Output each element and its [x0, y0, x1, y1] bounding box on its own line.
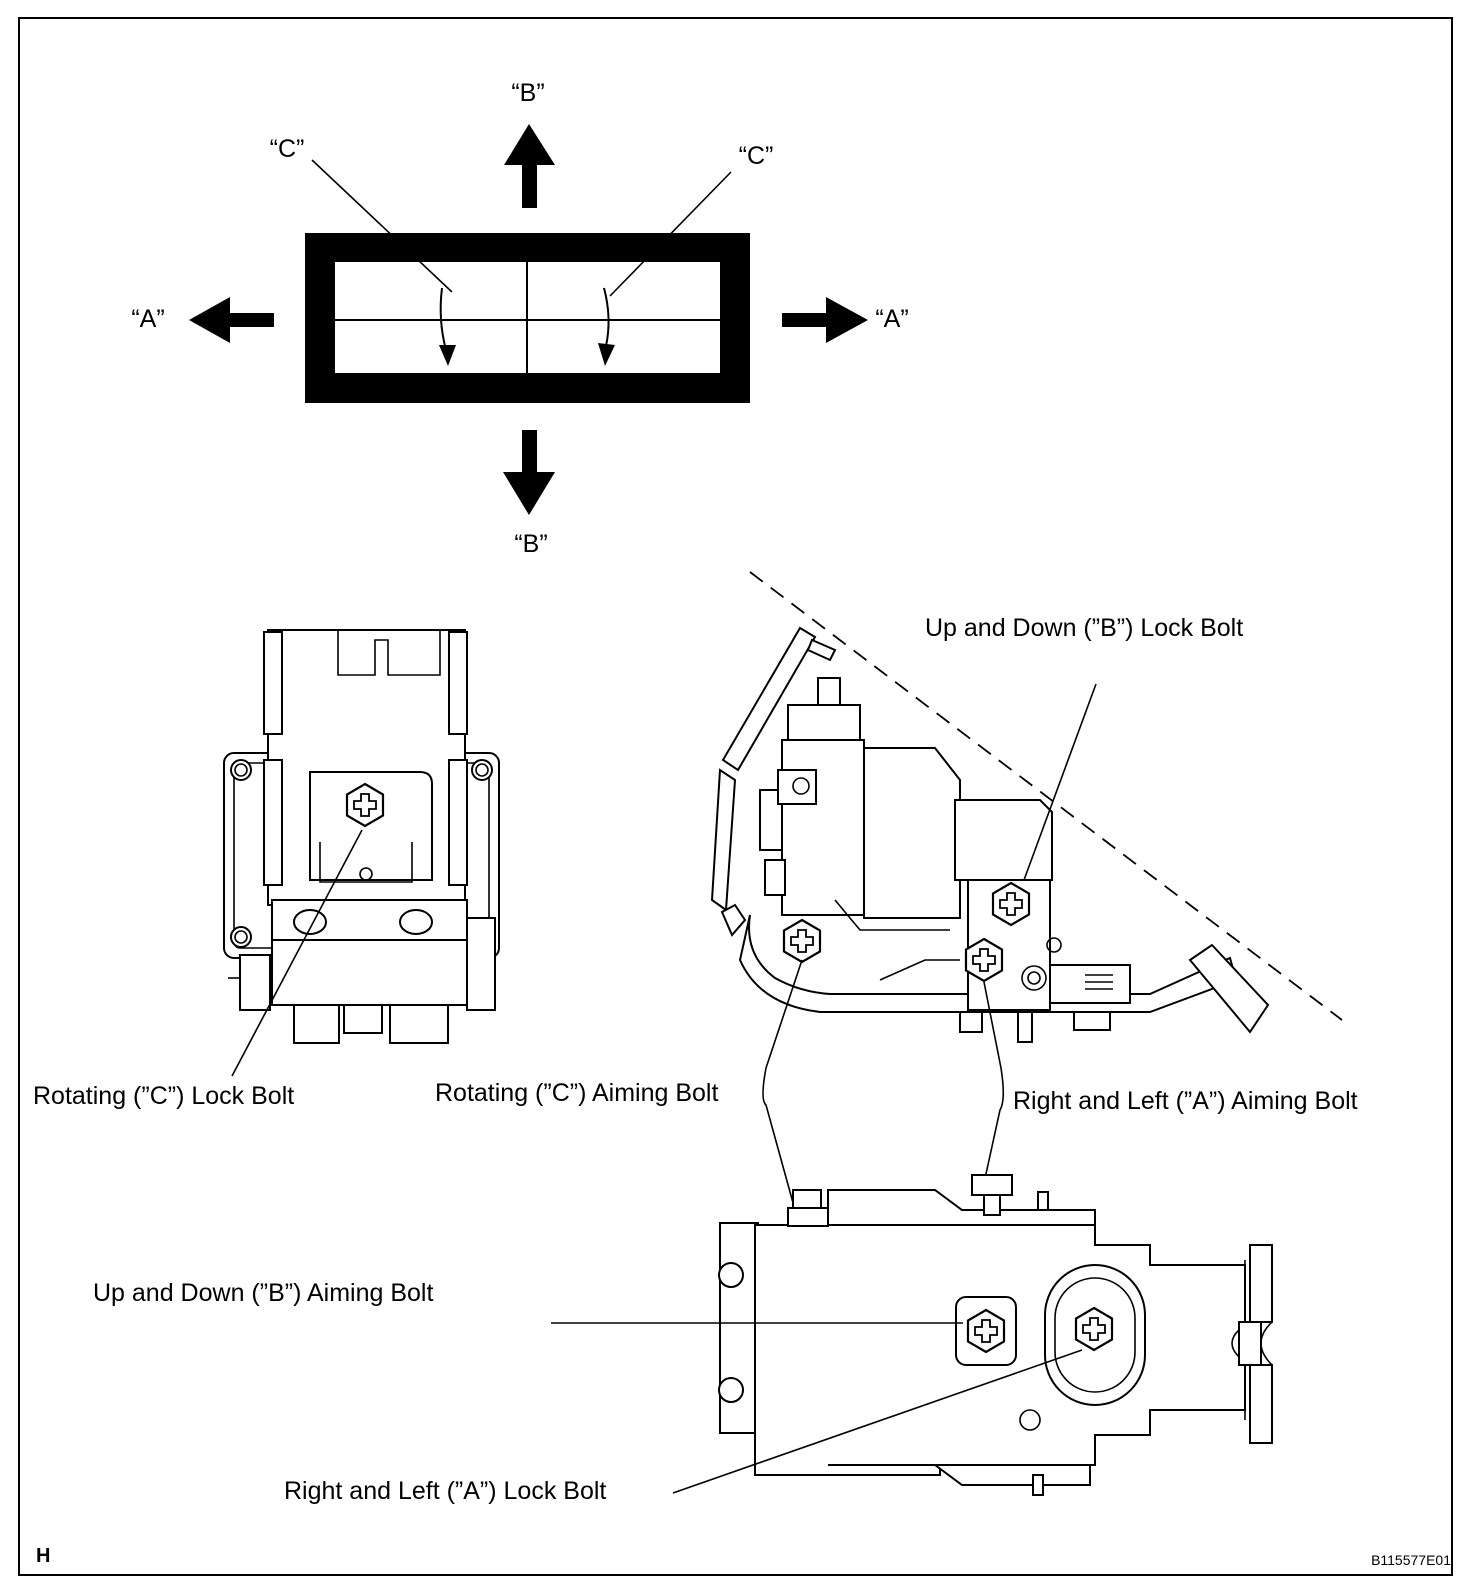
arrow-up-icon	[504, 124, 555, 208]
leader-line	[1023, 683, 1097, 881]
label-c-left: “C”	[270, 135, 305, 163]
label-rotating-lock-bolt: Rotating (”C”) Lock Bolt	[33, 1082, 294, 1110]
rotation-arrow-icon	[598, 287, 615, 366]
label-a-right: “A”	[875, 305, 908, 333]
leader-line	[762, 1067, 796, 1211]
leader-line	[672, 1349, 1083, 1494]
diagram-frame	[18, 17, 1453, 1576]
label-b-top: “B”	[511, 79, 544, 107]
hex-bolt-icon	[964, 937, 1004, 983]
hex-bolt-icon	[966, 1308, 1006, 1354]
label-right-left-lock-bolt: Right and Left (”A”) Lock Bolt	[284, 1477, 606, 1505]
rotation-arrow-icon	[439, 287, 456, 366]
arrow-right-icon	[782, 297, 868, 343]
headlamp-bottom-view	[718, 1174, 1273, 1496]
label-right-left-aiming-bolt: Right and Left (”A”) Aiming Bolt	[1013, 1087, 1358, 1115]
hex-bolt-icon	[1074, 1306, 1114, 1352]
headlamp-rear-view	[223, 629, 500, 1044]
headlamp-side-view	[710, 571, 1343, 1043]
hex-bolt-icon	[345, 782, 385, 828]
arrow-left-icon	[189, 297, 274, 343]
leader-line	[983, 1067, 1005, 1184]
leader-line	[231, 829, 363, 1077]
leader-line	[609, 171, 732, 297]
arrow-down-icon	[503, 430, 555, 515]
label-rotating-aiming-bolt: Rotating (”C”) Aiming Bolt	[435, 1079, 718, 1107]
label-b-bottom: “B”	[514, 530, 547, 558]
figure-code: B115577E01	[1371, 1552, 1451, 1568]
corner-letter: H	[36, 1545, 50, 1567]
hex-bolt-icon	[782, 918, 822, 964]
label-up-down-aiming-bolt: Up and Down (”B”) Aiming Bolt	[93, 1279, 433, 1307]
leader-line	[765, 959, 803, 1069]
leader-line	[311, 159, 453, 293]
label-c-right: “C”	[739, 142, 774, 170]
aiming-screen	[305, 233, 750, 403]
label-up-down-lock-bolt: Up and Down (”B”) Lock Bolt	[925, 614, 1243, 642]
leader-line	[983, 981, 1002, 1069]
hex-bolt-icon	[991, 881, 1031, 927]
label-a-left: “A”	[131, 305, 164, 333]
